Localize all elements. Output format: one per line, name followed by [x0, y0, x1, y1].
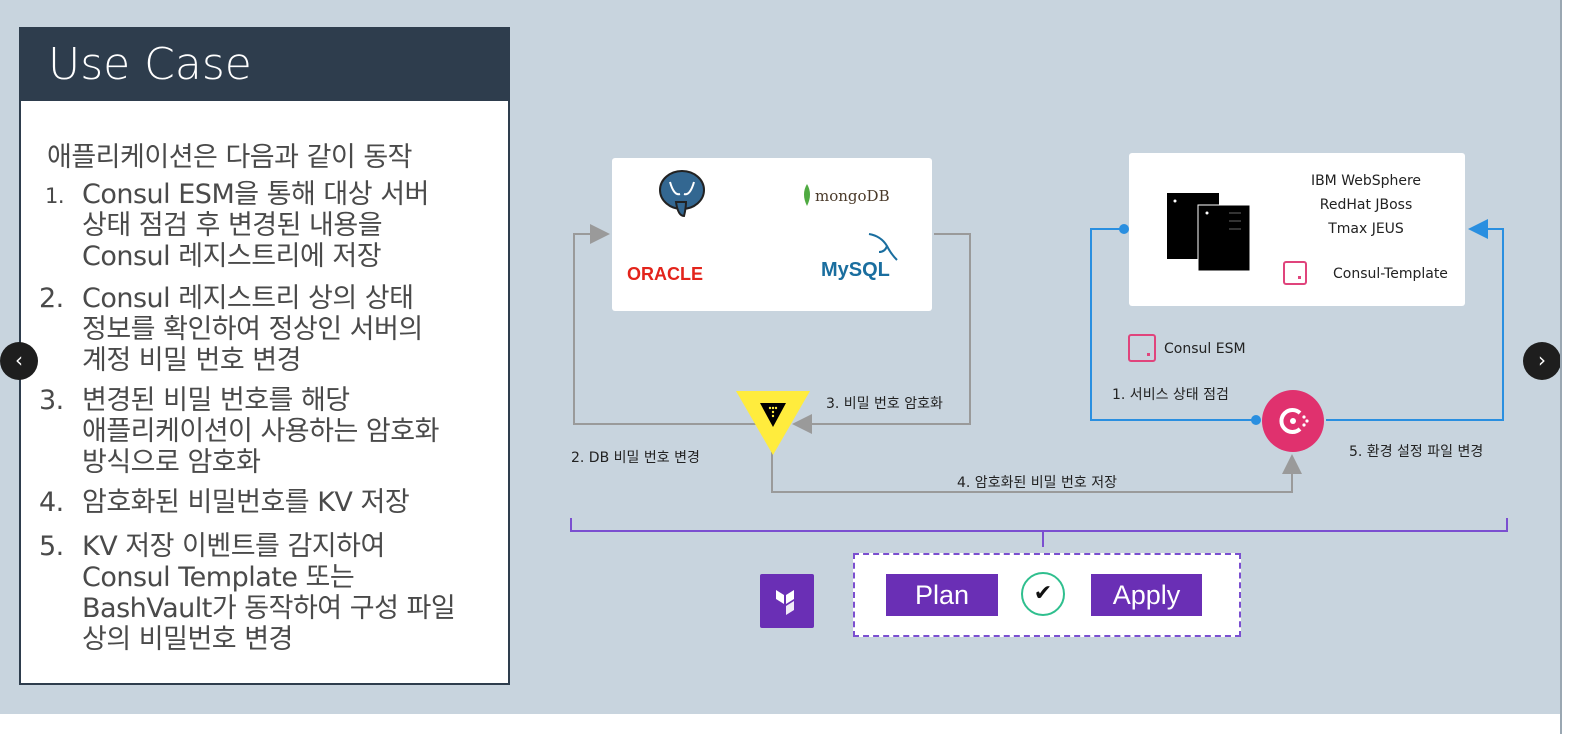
step-number: 5. [39, 531, 64, 562]
step-text: 변경된 비밀 번호를 해당 애플리케이션이 사용하는 암호화 방식으로 암호화 [82, 385, 439, 478]
step-number: 1. [45, 184, 65, 208]
consul-template-label: Consul-Template [1333, 266, 1448, 282]
server-icon [1167, 193, 1251, 272]
flow-label-step1: 1. 서비스 상태 점검 [1112, 387, 1229, 403]
step-text: 암호화된 비밀번호를 KV 저장 [82, 487, 410, 518]
plan-button[interactable]: Plan [886, 574, 998, 616]
mongodb-leaf-icon [804, 184, 810, 206]
database-box: mongoDB ORACLE MySQL [612, 158, 932, 311]
consul-template-icon [1283, 261, 1307, 285]
oracle-logo: ORACLE [627, 264, 703, 284]
consul-esm-icon [1128, 334, 1156, 362]
flow-line-db-password [573, 224, 760, 425]
consul-logo-icon [1262, 390, 1324, 452]
consul-esm-label: Consul ESM [1164, 341, 1246, 357]
mysql-logo: MySQL [821, 259, 890, 281]
window-edge [1560, 0, 1562, 734]
card-title: Use Case [48, 39, 252, 90]
step-text: KV 저장 이벤트를 감지하여 Consul Template 또는 BashV… [82, 531, 456, 655]
flow-label-step5: 5. 환경 설정 파일 변경 [1349, 444, 1484, 460]
apply-button[interactable]: Apply [1091, 574, 1202, 616]
server-label: RedHat JBoss [1319, 197, 1413, 213]
next-slide-button[interactable]: › [1523, 342, 1560, 380]
mongodb-logo: mongoDB [815, 187, 890, 205]
card-header: Use Case [21, 29, 508, 101]
use-case-card: Use Case 애플리케이션은 다음과 같이 동작 1. Consul ESM… [19, 27, 510, 685]
flow-line-encrypt [792, 233, 971, 434]
step-number: 4. [39, 487, 64, 518]
purple-bracket [570, 518, 1508, 532]
prev-slide-button[interactable]: ‹ [0, 342, 38, 380]
card-intro: 애플리케이션은 다음과 같이 동작 [47, 142, 413, 173]
step-number: 3. [39, 385, 64, 416]
step-text: Consul ESM을 통해 대상 서버 상태 점검 후 변경된 내용을 Con… [82, 179, 429, 272]
server-label: IBM WebSphere [1310, 173, 1422, 189]
flow-line-store [771, 452, 1302, 493]
check-icon: ✔ [1021, 572, 1065, 616]
flow-label-step2: 2. DB 비밀 번호 변경 [571, 450, 700, 466]
slide: Use Case 애플리케이션은 다음과 같이 동작 1. Consul ESM… [0, 0, 1560, 714]
server-label: Tmax JEUS [1328, 221, 1404, 237]
flow-label-step4: 4. 암호화된 비밀 번호 저장 [957, 475, 1117, 491]
flow-lines [570, 219, 1508, 595]
flow-line-health-check [1090, 228, 1258, 421]
server-box: IBM WebSphere RedHat JBoss Tmax JEUS Con… [1129, 153, 1465, 306]
flow-line-config-change [1326, 219, 1504, 421]
vault-logo-icon [736, 391, 810, 455]
postgresql-elephant-icon [659, 170, 705, 218]
terraform-logo-icon [760, 574, 814, 628]
flow-label-step3: 3. 비밀 번호 암호화 [826, 396, 943, 412]
mysql-dolphin-icon [868, 233, 898, 261]
step-text: Consul 레지스트리 상의 상태 정보를 확인하여 정상인 서버의 계정 비… [82, 283, 423, 376]
step-number: 2. [39, 283, 64, 314]
